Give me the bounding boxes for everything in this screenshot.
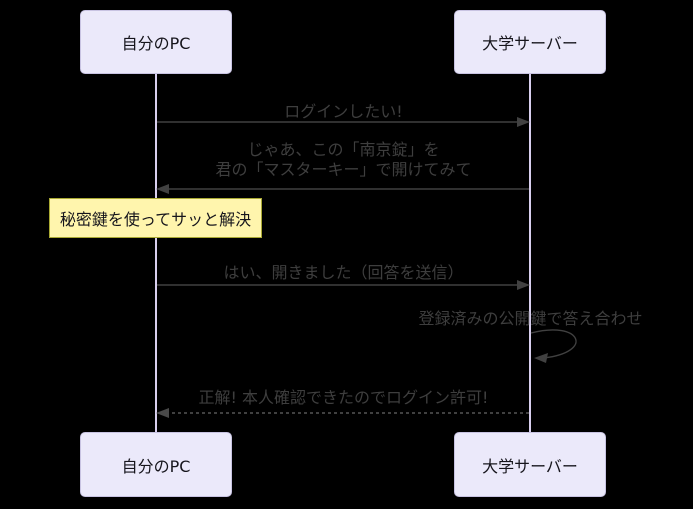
message-self-verify: 登録済みの公開鍵で答え合わせ — [418, 309, 643, 328]
message-login-request: ログインしたい! — [284, 102, 403, 121]
note-private-key-solve-label: 秘密鍵を使ってサッと解決 — [59, 210, 252, 229]
actor-pc-top-label: 自分のPC — [121, 34, 191, 53]
message-login-granted: 正解! 本人確認できたのでログイン許可! — [198, 388, 489, 407]
arrowhead-unlock-challenge — [156, 184, 169, 194]
message-unlock-challenge: じゃあ、この「南京錠」を 君の「マスターキー」で開けてみて — [146, 140, 541, 180]
actor-server-top: 大学サーバー — [454, 10, 606, 74]
actor-pc-bottom-label: 自分のPC — [121, 456, 191, 476]
arrow-self-verify-loop — [530, 329, 577, 359]
actor-server-top-label: 大学サーバー — [482, 34, 578, 53]
note-private-key-solve: 秘密鍵を使ってサッと解決 — [49, 198, 262, 238]
arrowhead-login-request — [517, 117, 530, 127]
arrowhead-login-granted — [156, 408, 169, 418]
message-unlock-challenge-line1: じゃあ、この「南京錠」を — [247, 140, 440, 159]
message-answer-sent: はい、開きました（回答を送信） — [223, 263, 464, 282]
actor-pc-top: 自分のPC — [80, 10, 232, 74]
actor-pc-bottom: 自分のPC — [80, 432, 232, 497]
actor-server-bottom: 大学サーバー — [454, 432, 606, 497]
arrowhead-answer-sent — [517, 280, 530, 290]
message-unlock-challenge-line2: 君の「マスターキー」で開けてみて — [215, 160, 472, 179]
actor-server-bottom-label: 大学サーバー — [482, 456, 578, 476]
arrowhead-self-verify — [534, 353, 548, 363]
